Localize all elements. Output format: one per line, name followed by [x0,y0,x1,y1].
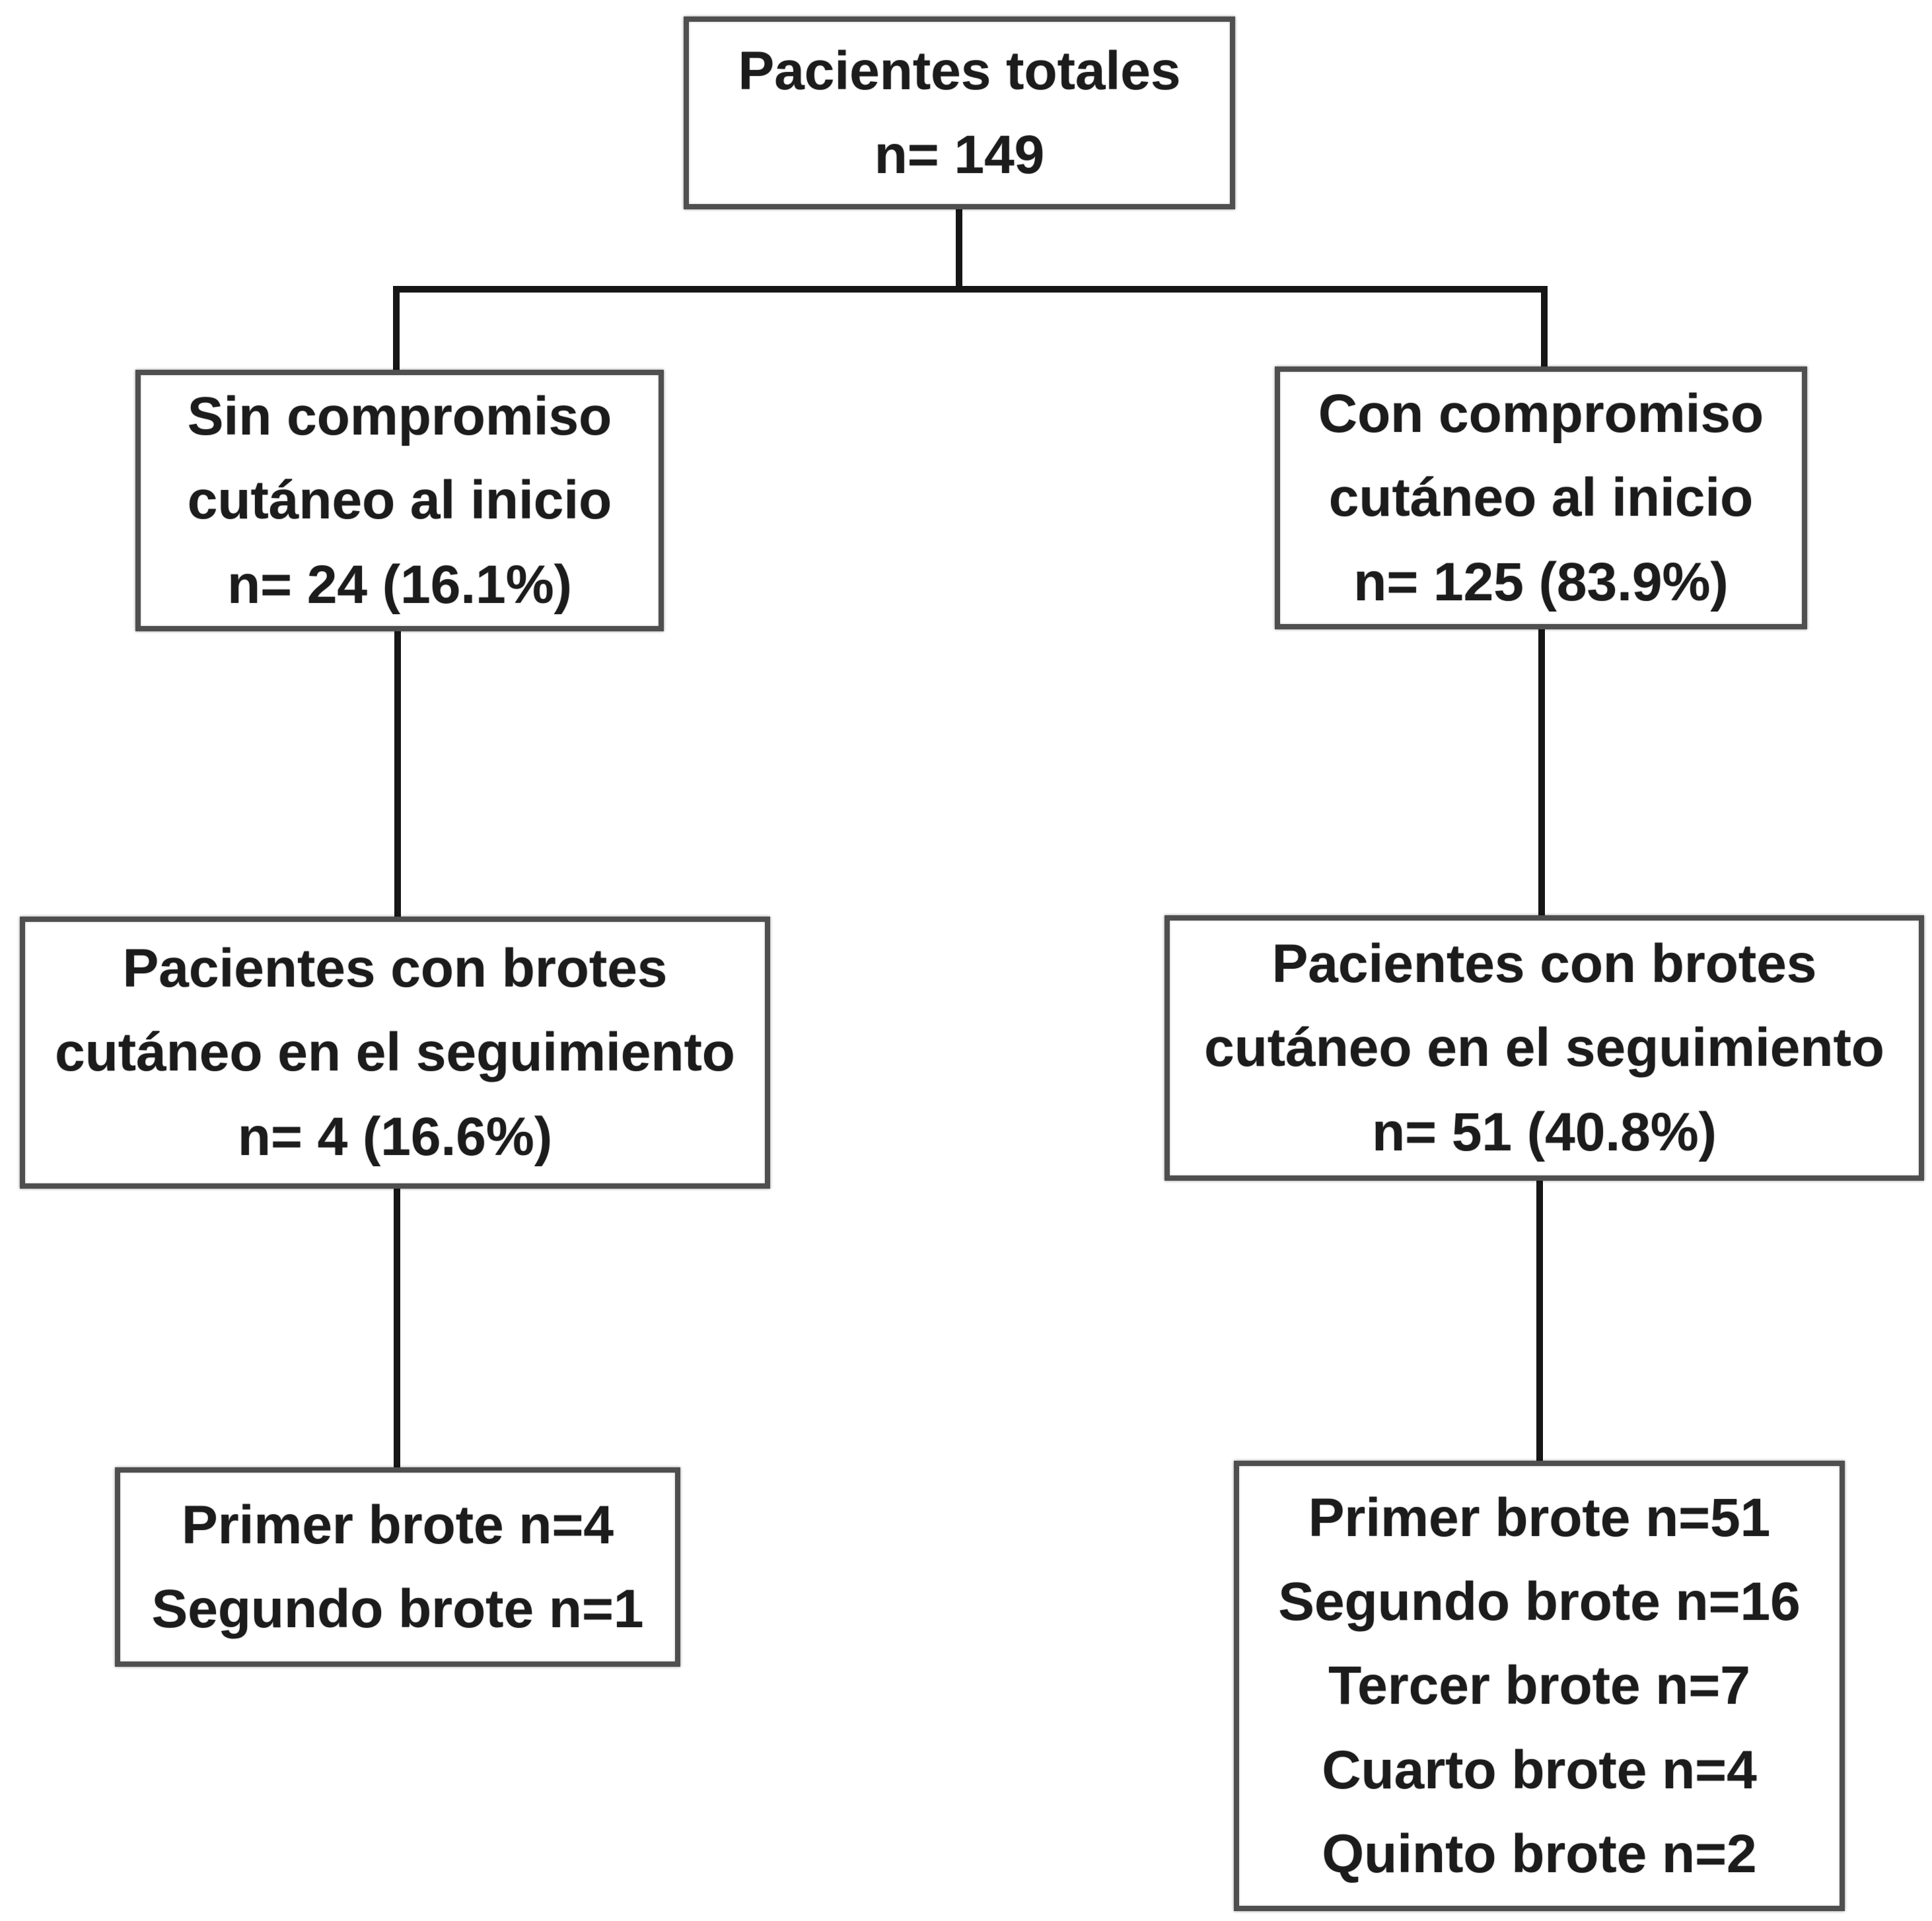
node-text-line: cutáneo en el seguimiento [1204,1018,1884,1078]
node-brotes-seguimiento-sin: Pacientes con brotes cutáneo en el segui… [20,917,770,1189]
node-text-line: cutáneo en el seguimiento [55,1022,735,1083]
node-text-line: Pacientes totales [738,40,1181,101]
node-text-line: Sin compromiso [187,386,612,447]
node-text-line: n= 125 (83.9%) [1353,551,1729,612]
node-text-line: Segundo brote n=16 [1278,1572,1801,1632]
node-text-line: Pacientes con brotes [122,938,668,999]
node-text-line: Primer brote n=51 [1308,1488,1771,1549]
node-text-line: Cuarto brote n=4 [1322,1739,1757,1800]
node-sin-compromiso: Sin compromiso cutáneo al inicio n= 24 (… [135,370,664,631]
node-text-line: Primer brote n=4 [182,1494,614,1555]
node-text-line: cutáneo al inicio [1328,468,1754,528]
node-text-line: Pacientes con brotes [1271,934,1817,995]
node-text-line: Con compromiso [1318,384,1764,444]
node-pacientes-totales: Pacientes totales n= 149 [684,17,1235,209]
node-text-line: n= 51 (40.8%) [1372,1101,1717,1162]
node-text-line: Quinto brote n=2 [1322,1823,1757,1884]
node-detalle-brotes-sin: Primer brote n=4 Segundo brote n=1 [115,1467,680,1667]
node-text-line: n= 24 (16.1%) [227,554,572,615]
node-text-line: n= 4 (16.6%) [237,1106,553,1167]
node-text-line: n= 149 [874,125,1045,185]
node-detalle-brotes-con: Primer brote n=51 Segundo brote n=16 Ter… [1234,1461,1845,1911]
node-con-compromiso: Con compromiso cutáneo al inicio n= 125 … [1275,367,1807,629]
node-brotes-seguimiento-con: Pacientes con brotes cutáneo en el segui… [1164,915,1924,1181]
node-text-line: cutáneo al inicio [187,470,612,531]
node-text-line: Segundo brote n=1 [151,1579,644,1639]
node-text-line: Tercer brote n=7 [1328,1656,1750,1716]
